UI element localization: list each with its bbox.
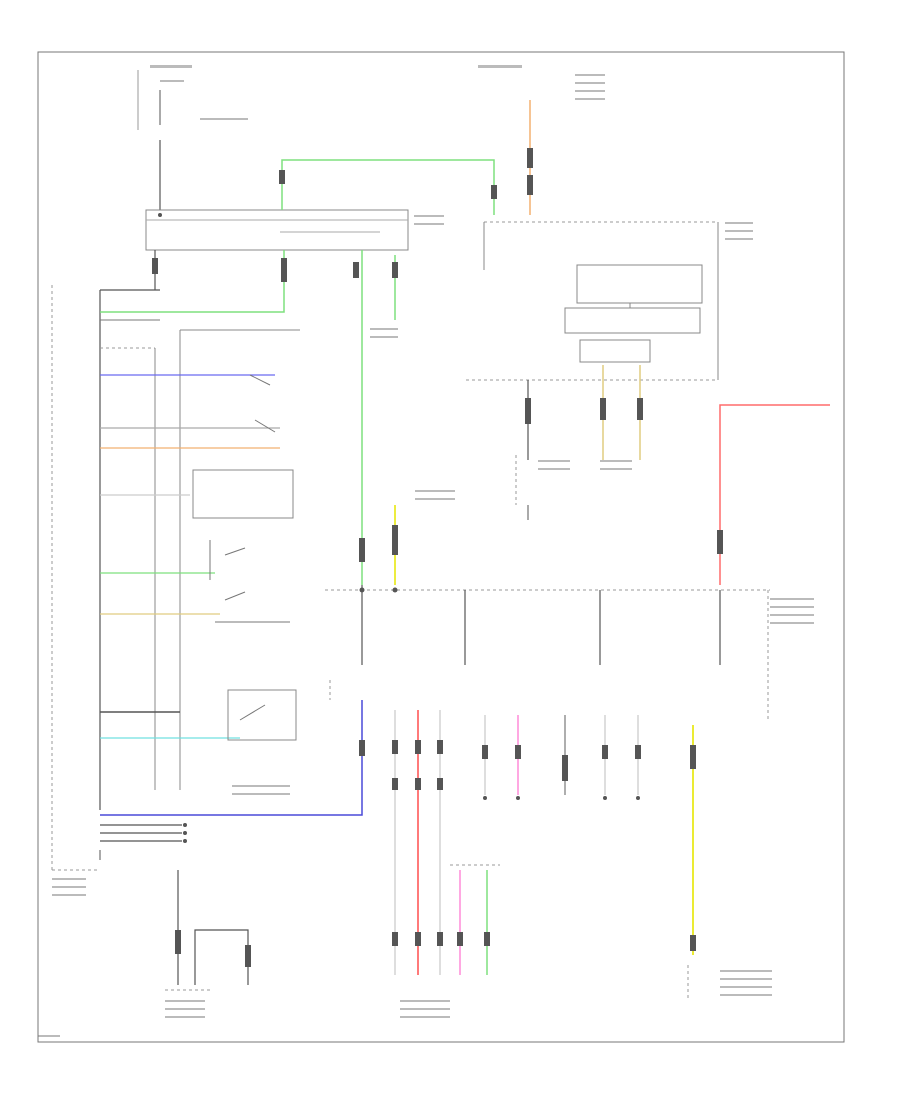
diagram-frame xyxy=(37,51,845,1043)
wire-green-left xyxy=(100,250,285,313)
label-marks xyxy=(52,65,814,1018)
bottom-switch-box xyxy=(227,689,297,741)
wire-blue-bottom xyxy=(100,700,363,816)
switch-module-box xyxy=(192,469,294,519)
wire-red-right xyxy=(719,404,830,585)
wire-green-top xyxy=(281,159,495,215)
switch-icon xyxy=(224,374,276,721)
top-left-fuse-group xyxy=(137,70,162,217)
junction-box xyxy=(145,209,409,251)
